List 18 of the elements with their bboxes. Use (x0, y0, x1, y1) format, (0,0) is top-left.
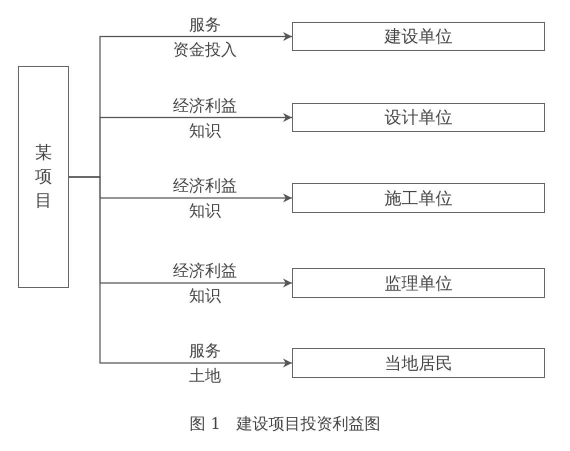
flow-label: 知识 (187, 202, 223, 220)
edge-label: 服务 (187, 16, 223, 34)
flow-label: 知识 (187, 287, 223, 305)
flow-label: 资金投入 (171, 40, 239, 58)
party-box: 设计单位 (292, 103, 545, 132)
project-box: 某项目 (18, 66, 69, 288)
party-box: 施工单位 (292, 183, 545, 213)
edge-label: 经济利益 (171, 96, 239, 114)
caption: 图 1 建设项目投资利益图 (188, 414, 382, 435)
party-box: 监理单位 (292, 268, 545, 298)
flow-label: 知识 (187, 122, 223, 140)
edge-label: 经济利益 (171, 177, 239, 195)
arrow (69, 176, 292, 368)
party-box: 当地居民 (292, 348, 545, 378)
edge-label: 服务 (187, 342, 223, 360)
flow-label: 土地 (187, 367, 223, 385)
party-box: 建设单位 (292, 22, 545, 51)
edge-label: 经济利益 (171, 262, 239, 280)
